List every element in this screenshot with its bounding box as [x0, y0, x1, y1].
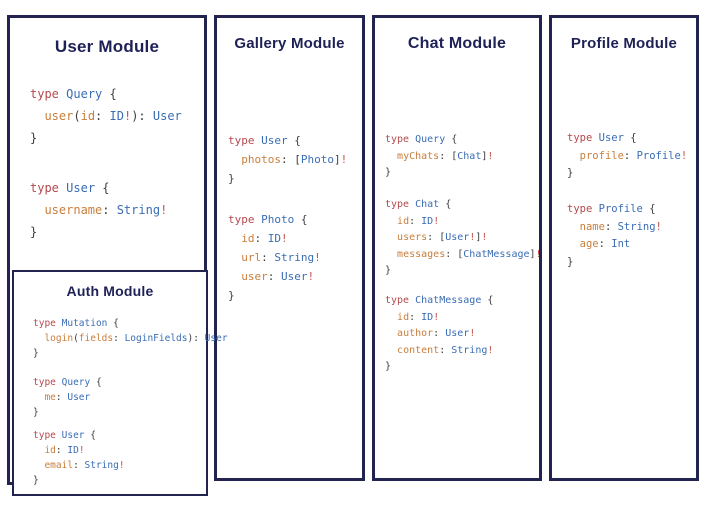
panel-user-module: User Module type Query { user(id: ID!): …	[7, 15, 228, 496]
code-line: author: User!	[397, 328, 476, 339]
code-line: type Query {	[30, 87, 117, 101]
code-line: user(id: ID!): User	[44, 109, 182, 123]
panel-gallery-module: Gallery Module type User { photos: [Phot…	[214, 15, 365, 481]
panel-title: Chat Module	[407, 35, 507, 52]
code-line: me: User	[44, 392, 91, 403]
panel-title: User Module	[54, 37, 160, 56]
code-line: }	[385, 167, 392, 178]
code-line: user: User!	[241, 270, 315, 283]
code-line: type User {	[228, 134, 301, 147]
code-line: }	[33, 348, 39, 359]
code-line: }	[228, 289, 235, 302]
code-line: email: String!	[44, 460, 125, 471]
code-line: profile: Profile!	[579, 149, 688, 162]
code-line: id: ID!	[241, 232, 288, 245]
code-line: }	[567, 255, 574, 268]
code-line: id: ID!	[44, 445, 85, 456]
code-block: type Query { user(id: ID!): User}	[30, 83, 182, 149]
code-line: }	[30, 225, 38, 239]
code-line: messages: [ChatMessage]!	[397, 248, 542, 260]
code-line: }	[385, 361, 392, 372]
code-line: id: ID!	[397, 311, 440, 323]
code-line: type Query {	[33, 377, 102, 388]
code-line: id: ID!	[397, 215, 440, 227]
code-line: }	[33, 407, 39, 418]
code-line: type User {	[567, 132, 637, 144]
code-line: type ChatMessage {	[385, 295, 494, 306]
code-line: type Mutation {	[33, 318, 119, 329]
code-line: content: String!	[397, 344, 494, 356]
code-block: type Chat { id: ID! users: [User!]! mess…	[385, 197, 542, 280]
panel-profile-module: Profile Module type User { profile: Prof…	[549, 15, 699, 481]
code-line: name: String!	[579, 220, 662, 233]
code-line: type User {	[33, 430, 96, 441]
code-line: type Query {	[385, 134, 458, 145]
panel-chat-module: Chat Module type Query { myChats: [Chat]…	[372, 15, 542, 481]
code-line: }	[33, 475, 39, 486]
code-line: type Chat {	[385, 199, 452, 210]
code-line: }	[385, 265, 392, 276]
code-line: myChats: [Chat]!	[397, 150, 494, 162]
code-block: type Query { myChats: [Chat]!}	[385, 132, 493, 182]
code-block: type User { id: ID! email: String!}	[33, 428, 125, 488]
code-line: age: Int	[579, 238, 631, 250]
code-line: users: [User!]!	[397, 232, 488, 243]
code-block: type User { profile: Profile!}	[567, 130, 687, 183]
code-block: type Mutation { login(fields: LoginField…	[33, 316, 228, 361]
code-line: }	[228, 172, 235, 185]
code-block: type Photo { id: ID! url: String! user: …	[228, 210, 321, 305]
code-line: type User {	[30, 181, 110, 195]
code-line: }	[30, 131, 38, 145]
code-line: url: String!	[241, 251, 321, 264]
panel-auth-module: Auth Module type Mutation { login(fields…	[12, 270, 228, 496]
code-line: username: String!	[44, 203, 168, 217]
code-line: }	[567, 167, 574, 179]
code-block: type Profile { name: String! age: Int}	[567, 201, 662, 271]
panel-title: Gallery Module	[234, 35, 345, 52]
panel-title: Profile Module	[570, 35, 678, 52]
code-line: login(fields: LoginFields): User	[44, 333, 228, 344]
code-block: type ChatMessage { id: ID! author: User!…	[385, 293, 493, 376]
code-block: type Query { me: User}	[33, 375, 102, 420]
code-block: type User { photos: [Photo]!}	[228, 131, 347, 188]
panel-title: Auth Module	[66, 283, 154, 299]
code-line: type Photo {	[228, 213, 308, 226]
code-line: type Profile {	[567, 203, 656, 215]
code-block: type User { username: String!}	[30, 177, 167, 243]
code-line: photos: [Photo]!	[241, 153, 348, 166]
